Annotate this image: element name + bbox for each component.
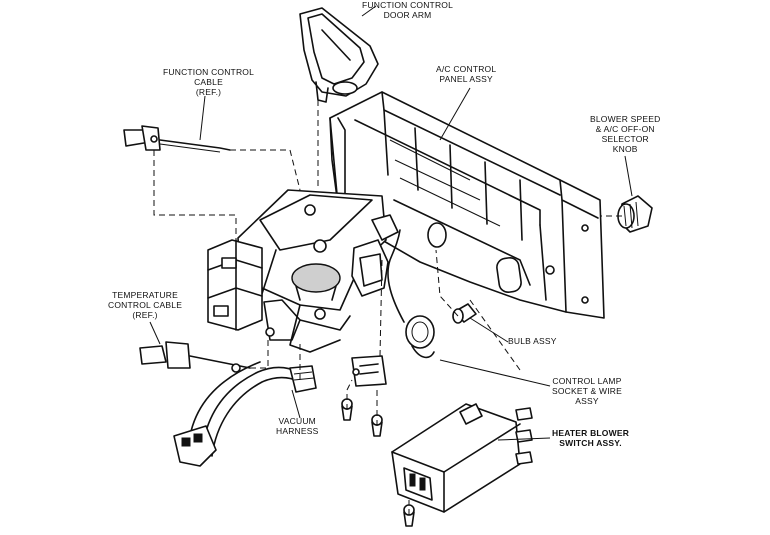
label-line: PANEL ASSY: [439, 74, 493, 84]
label-temperature-control-cable: TEMPERATURE CONTROL CABLE (REF.): [108, 290, 182, 320]
label-line: KNOB: [612, 144, 638, 154]
blower-speed-selector-knob: [617, 195, 653, 233]
function-control-door-arm: [299, 7, 379, 103]
label-line: CONTROL LAMP: [552, 376, 622, 386]
label-line: CONTROL CABLE: [108, 300, 183, 310]
label-heater-blower-switch: HEATER BLOWER SWITCH ASSY.: [552, 428, 629, 448]
label-line: CABLE: [194, 77, 223, 87]
label-line: BULB ASSY: [508, 336, 557, 346]
label-line: SELECTOR: [601, 134, 649, 144]
label-control-lamp-socket: CONTROL LAMP SOCKET & WIRE ASSY: [552, 376, 622, 406]
leader-lines: [149, 5, 633, 441]
label-line: BLOWER SPEED: [590, 114, 661, 124]
explode-guide-lines: [153, 100, 622, 515]
label-blower-speed-knob: BLOWER SPEED & A/C OFF-ON SELECTOR KNOB: [590, 114, 660, 154]
label-line: & A/C OFF-ON: [595, 124, 655, 134]
label-line: VACUUM: [278, 416, 316, 426]
function-control-cable-part: [123, 125, 231, 153]
bulb-and-socket: [387, 229, 477, 359]
label-function-control-cable: FUNCTION CONTROL CABLE (REF.): [163, 67, 254, 97]
label-line: TEMPERATURE: [112, 290, 178, 300]
label-line: DOOR ARM: [383, 10, 432, 20]
label-bulb-assy: BULB ASSY: [508, 336, 557, 346]
label-ac-control-panel-assy: A/C CONTROL PANEL ASSY: [436, 64, 496, 84]
lever-mechanism-plate: [237, 189, 399, 353]
cable-clip-bracket: [207, 239, 263, 331]
label-line: (REF.): [132, 310, 158, 320]
label-line: SWITCH ASSY.: [559, 438, 622, 448]
label-line: FUNCTION CONTROL: [362, 0, 454, 10]
temperature-control-cable-part: [139, 341, 251, 373]
vacuum-harness-part: [173, 361, 317, 467]
label-line: ASSY: [575, 396, 599, 406]
label-function-control-door-arm: FUNCTION CONTROL DOOR ARM: [362, 0, 453, 20]
label-line: (REF.): [195, 87, 222, 97]
label-line: A/C CONTROL: [436, 64, 497, 74]
ac-control-panel-housing: [329, 91, 605, 319]
label-line: SOCKET & WIRE: [552, 386, 622, 396]
label-line: HEATER BLOWER: [552, 428, 630, 438]
label-vacuum-harness: VACUUM HARNESS: [276, 416, 319, 436]
vacuum-valve-connector: [351, 355, 387, 387]
label-line: FUNCTION CONTROL: [163, 67, 255, 77]
label-line: HARNESS: [276, 426, 319, 436]
heater-blower-switch-part: [391, 403, 533, 513]
